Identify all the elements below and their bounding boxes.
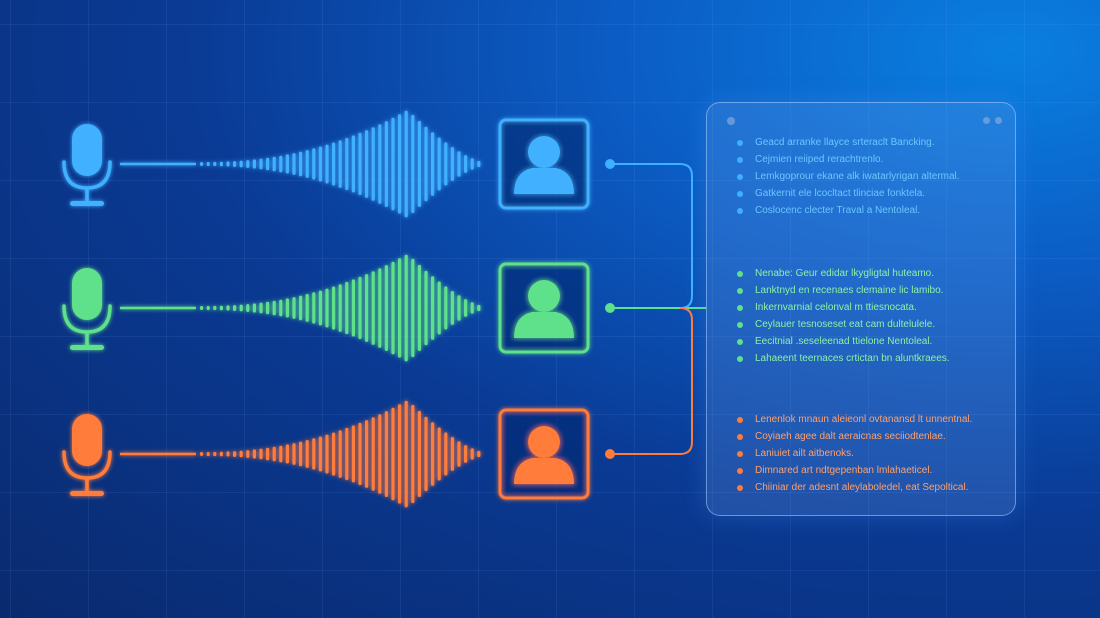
bullet-icon — [737, 190, 743, 197]
bullet-icon — [737, 416, 743, 423]
transcript-line: Gatkernit ele lcocltact tlinciae fonktel… — [737, 185, 960, 202]
transcript-line: Lenenlok mnaun aleieonl ovtanansd lt unn… — [737, 411, 972, 428]
microphone-icon — [62, 414, 112, 496]
panel-dot-icon — [983, 117, 990, 124]
transcript-line: Nenabe: Geur edidar lkygligtal huteamo. — [737, 265, 950, 282]
transcript-line: Lanktnyd en recenaes clemaine lic lamibo… — [737, 282, 950, 299]
transcript-line: Eecitnial .seseleenad ttielone Nentoleal… — [737, 333, 950, 350]
panel-dot-icon — [727, 117, 735, 125]
transcript-line: Ceylauer tesnoseset eat cam dultelulele. — [737, 316, 950, 333]
transcript-line: Lemkgoprour ekane alk iwatarlyrigan alte… — [737, 168, 960, 185]
soundwave-icon — [200, 110, 481, 218]
bullet-icon — [737, 467, 743, 474]
bullet-icon — [737, 433, 743, 440]
user-avatar-icon — [498, 118, 590, 210]
transcript-panel: Geacd arranke llayce srteraclt Bancking.… — [706, 102, 1016, 516]
microphone-icon — [62, 124, 112, 206]
microphone-icon — [62, 268, 112, 350]
bullet-icon — [737, 321, 743, 328]
user-avatar-icon — [498, 262, 590, 354]
transcript-group-blue: Geacd arranke llayce srteraclt Bancking.… — [737, 134, 960, 219]
connector-node-green — [605, 303, 615, 313]
connector-lines — [605, 159, 706, 459]
connector-node-orange — [605, 449, 615, 459]
transcript-line: Inkernvarnial celonval m ttiesnocata. — [737, 299, 950, 316]
transcript-group-orange: Lenenlok mnaun aleieonl ovtanansd lt unn… — [737, 411, 972, 496]
bullet-icon — [737, 355, 743, 362]
bullet-icon — [737, 287, 743, 294]
bullet-icon — [737, 338, 743, 345]
transcript-line: Cejmien reiiped rerachtrenlo. — [737, 151, 960, 168]
transcript-line: Laniuiet ailt aitbenoks. — [737, 445, 972, 462]
transcript-line: Chiiniar der adesnt aleylaboledel, eat S… — [737, 479, 972, 496]
bullet-icon — [737, 156, 743, 163]
panel-dot-icon — [995, 117, 1002, 124]
bullet-icon — [737, 450, 743, 457]
transcript-line: Geacd arranke llayce srteraclt Bancking. — [737, 134, 960, 151]
bullet-icon — [737, 484, 743, 491]
bullet-icon — [737, 139, 743, 146]
connector-blue — [610, 163, 693, 309]
bullet-icon — [737, 173, 743, 180]
speaker-row-orange — [62, 400, 590, 508]
transcript-line: Coyiaeh agee dalt aeraicnas seciiodtenla… — [737, 428, 972, 445]
speaker-row-green — [62, 254, 590, 362]
connector-orange — [610, 307, 693, 455]
transcript-group-green: Nenabe: Geur edidar lkygligtal huteamo. … — [737, 265, 950, 367]
connector-node-blue — [605, 159, 615, 169]
soundwave-icon — [200, 254, 481, 362]
user-avatar-icon — [498, 408, 590, 500]
bullet-icon — [737, 304, 743, 311]
bullet-icon — [737, 270, 743, 277]
speaker-row-blue — [62, 110, 590, 218]
transcript-line: Coslocenc clecter Traval a Nentoleal. — [737, 202, 960, 219]
transcript-line: Dimnared art ndtgepenban lmlahaeticel. — [737, 462, 972, 479]
bullet-icon — [737, 207, 743, 214]
soundwave-icon — [200, 400, 481, 508]
transcript-line: Lahaeent teernaces crtictan bn aluntkrae… — [737, 350, 950, 367]
